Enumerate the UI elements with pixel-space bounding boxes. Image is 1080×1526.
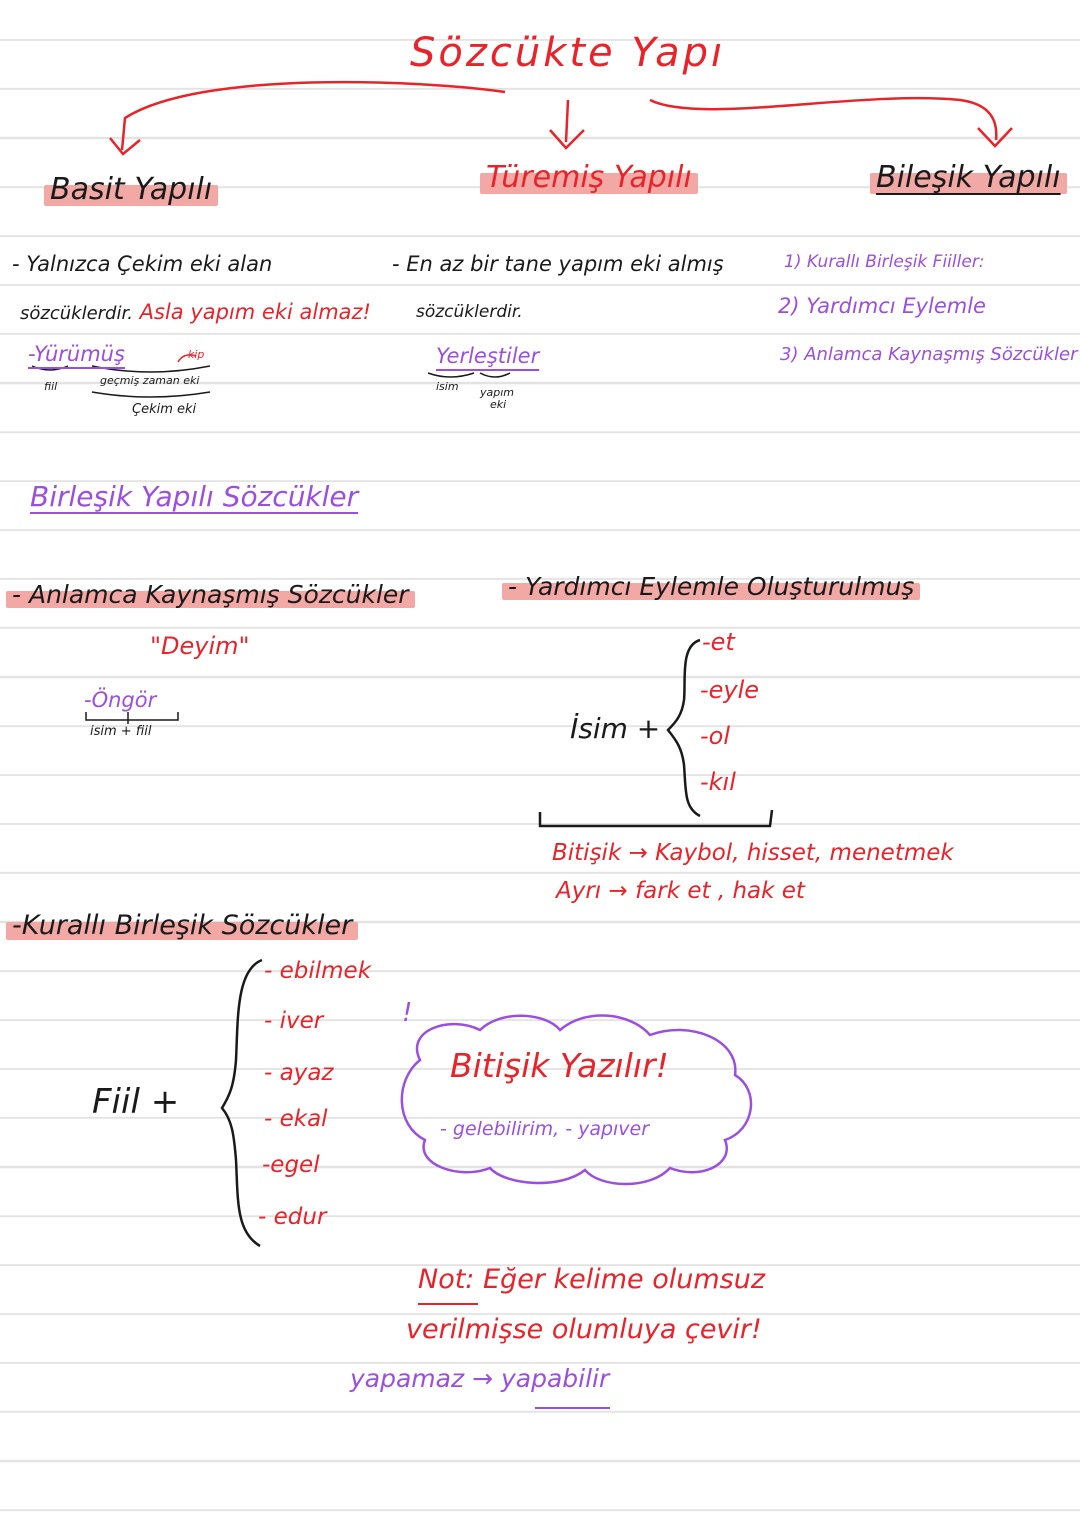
anlamca-example: -Öngör [84,688,157,712]
basit-ex-gecmis: geçmiş zaman eki [100,374,200,387]
note-line1: Not: Eğer kelime olumsuz [418,1264,765,1295]
yardimci-suffix-2: -eyle [700,676,760,704]
basit-line2a: sözcüklerdir. [20,303,133,324]
anlamca-quote: "Deyim" [150,632,250,660]
yardimci-heading: - Yardımcı Eylemle Oluşturulmuş [501,572,921,601]
kuralli-suffix-5: -egel [262,1152,320,1178]
kuralli-suffix-2: - iver [264,1008,324,1034]
note-ex-to: yapabilir [500,1364,610,1393]
basit-ex-cekim: Çekim eki [132,402,197,417]
note-label: Not: [418,1264,475,1295]
bilesik-heading: Bileşik Yapılı [870,160,1067,195]
basit-line2: sözcüklerdir. Asla yapım eki almaz! [20,300,371,324]
cloud-example: - gelebilirim, - yapıver [440,1118,650,1140]
basit-ex-fiil: fiil [44,380,58,393]
bilesik-item3: 3) Anlamca Kaynaşmış Sözcükler [780,344,1078,365]
basit-heading: Basit Yapılı [43,172,219,207]
yardimci-suffix-3: -ol [700,722,731,750]
kuralli-suffix-6: - edur [258,1204,327,1230]
basit-example: -Yürümüş [28,342,125,366]
note-ex-arrow: → [472,1364,494,1393]
turemis-ex-eki: eki [490,398,507,411]
yardimci-ayri: Ayrı → fark et , hak et [556,878,805,904]
bilesik-item2: 2) Yardımcı Eylemle [778,294,986,318]
kuralli-suffix-4: - ekal [264,1106,328,1132]
yardimci-base: İsim + [570,712,661,745]
anlamca-heading: - Anlamca Kaynaşmış Sözcükler [6,580,415,609]
kuralli-base: Fiil + [92,1082,180,1122]
kuralli-suffix-3: - ayaz [264,1060,334,1086]
note-text2: verilmişse olumluya çevir! [406,1314,762,1345]
kuralli-heading: -Kurallı Birleşik Sözcükler [5,910,359,941]
basit-ex-kip: kip [188,348,205,361]
yardimci-bitisik: Bitişik → Kaybol, hisset, menetmek [552,840,954,866]
basit-line1: - Yalnızca Çekim eki alan [12,252,273,276]
note-ex-from: yapamaz [350,1364,465,1393]
cloud-outline [400,1014,753,1186]
note-example: yapamaz → yapabilir [350,1364,609,1393]
arrow-right [649,96,998,141]
basit-line2b: Asla yapım eki almaz! [139,300,371,324]
turemis-line1: - En az bir tane yapım eki almış [392,252,724,276]
cloud-title: Bitişik Yazılır! [450,1046,669,1085]
kuralli-suffix-1: - ebilmek [264,958,372,984]
turemis-ex-yapim: yapım [480,386,515,399]
turemis-ex-isim: isim [436,380,459,393]
arrow-middle [564,99,570,143]
note-text1: Eğer kelime olumsuz [483,1264,766,1295]
anlamca-ex-parts: isim + fiil [90,724,152,739]
bilesik-item1: 1) Kurallı Birleşik Fiiller: [784,252,985,272]
turemis-example: Yerleştiler [436,344,540,368]
section-title: Birleşik Yapılı Sözcükler [30,480,359,513]
yardimci-suffix-4: -kıl [700,768,736,796]
yardimci-suffix-1: -et [702,628,735,656]
turemis-line2: sözcüklerdir. [416,302,523,322]
arrow-left [120,80,506,151]
page-title: Sözcükte Yapı [410,30,726,76]
kuralli-exclaim: ! [402,998,413,1028]
turemis-heading: Türemiş Yapılı [480,160,698,195]
